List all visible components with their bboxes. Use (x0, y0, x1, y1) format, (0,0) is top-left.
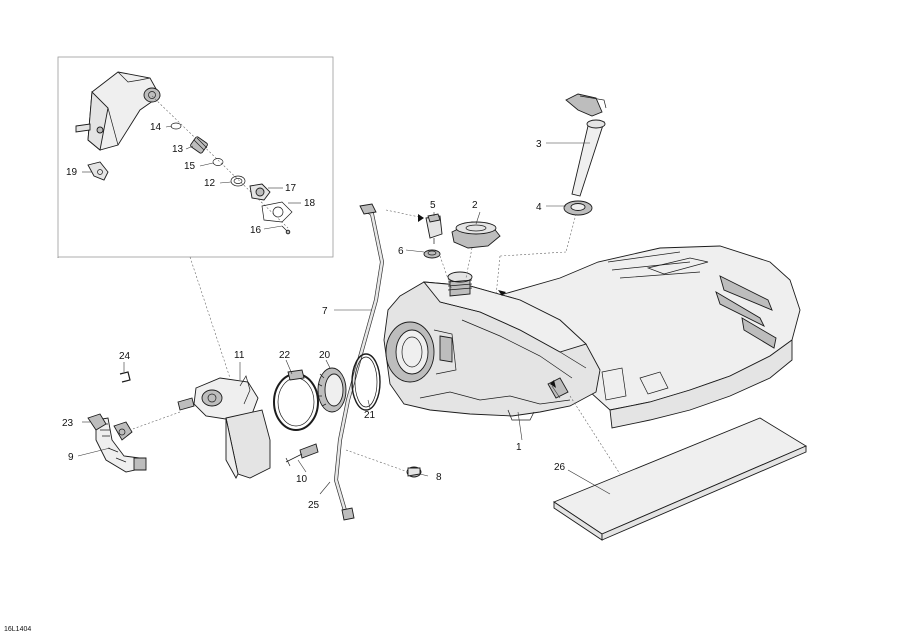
callout-7: 7 (322, 306, 328, 317)
assembly-lines (129, 209, 621, 475)
part-5-vent-valve (425, 213, 443, 244)
callouts: 1 2 3 4 5 6 7 8 9 10 11 12 13 14 15 16 1… (4, 122, 566, 633)
part-11-fuel-pump-module (177, 375, 271, 479)
fuel-pump-detail-inset (57, 56, 334, 379)
callout-2: 2 (472, 200, 478, 211)
part-20-lock-ring (317, 367, 347, 413)
callout-20: 20 (319, 350, 331, 361)
callout-5: 5 (430, 200, 436, 211)
leader-lines (77, 142, 611, 495)
part-13-filter (190, 136, 208, 154)
callout-9: 9 (68, 452, 74, 463)
part-2-fuel-cap (451, 221, 501, 249)
part-19-clip (87, 161, 109, 181)
part-8-fitting (406, 466, 422, 478)
callout-16: 16 (250, 225, 262, 236)
callout-13: 13 (172, 144, 184, 155)
callout-22: 22 (279, 350, 291, 361)
callout-19: 19 (66, 167, 78, 178)
callout-4: 4 (536, 202, 542, 213)
callout-8: 8 (436, 472, 442, 483)
callout-6: 6 (398, 246, 404, 257)
part-23-quick-connector (87, 413, 133, 441)
tank-filler-neck (447, 271, 473, 297)
part-3-level-sensor-tube (565, 93, 607, 197)
part-16-screw (281, 225, 291, 235)
callout-26: 26 (554, 462, 566, 473)
part-10-bolt (285, 443, 319, 467)
callout-14: 14 (150, 122, 162, 133)
callout-24: 24 (119, 351, 131, 362)
inset-pump-body (75, 71, 161, 151)
callout-17: 17 (285, 183, 297, 194)
callout-12: 12 (204, 178, 216, 189)
part-12-seal (230, 175, 246, 187)
inset-frame (57, 56, 334, 258)
callout-21: 21 (364, 410, 376, 421)
callout-18: 18 (304, 198, 316, 209)
drawing-code: 16L1404 (4, 626, 31, 633)
part-21-seal-ring (351, 353, 381, 411)
part-18-gasket (261, 201, 293, 223)
part-24-clip (119, 371, 131, 383)
part-7-vent-hose (333, 203, 385, 521)
callout-1: 1 (516, 442, 522, 453)
part-26-pad (553, 417, 807, 541)
part-1-fuel-tank (383, 245, 801, 429)
part-6-grommet (423, 249, 441, 259)
callout-11: 11 (234, 350, 245, 361)
callout-10: 10 (296, 474, 308, 485)
part-14-o-ring (170, 122, 182, 130)
part-17-regulator (249, 183, 271, 201)
callout-25: 25 (308, 500, 320, 511)
part-4-grommet (563, 200, 593, 216)
callout-23: 23 (62, 418, 74, 429)
callout-3: 3 (536, 139, 542, 150)
part-22-clamp (273, 369, 319, 431)
part-15-o-ring (212, 158, 224, 166)
callout-15: 15 (184, 161, 196, 172)
